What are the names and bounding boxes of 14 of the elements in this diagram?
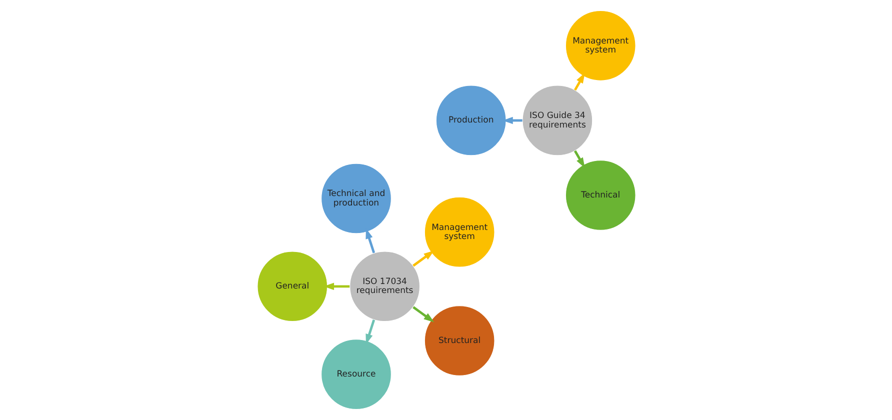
arrow <box>573 72 584 91</box>
arrow <box>365 320 375 344</box>
node-circle: Production <box>435 85 506 156</box>
node-circle: Resource <box>320 339 391 410</box>
arrow <box>365 228 375 254</box>
arrow <box>573 150 584 168</box>
node-circle: ISO 17034 requirements <box>349 251 420 322</box>
arrow <box>412 306 434 322</box>
node-circle: Technical and production <box>320 163 391 234</box>
node-circle: Technical <box>564 160 636 230</box>
arrow <box>412 250 434 267</box>
node-circle: ISO Guide 34 requirements <box>522 85 592 156</box>
node-circle: Management system <box>564 10 636 81</box>
node-circle: General <box>256 251 328 322</box>
